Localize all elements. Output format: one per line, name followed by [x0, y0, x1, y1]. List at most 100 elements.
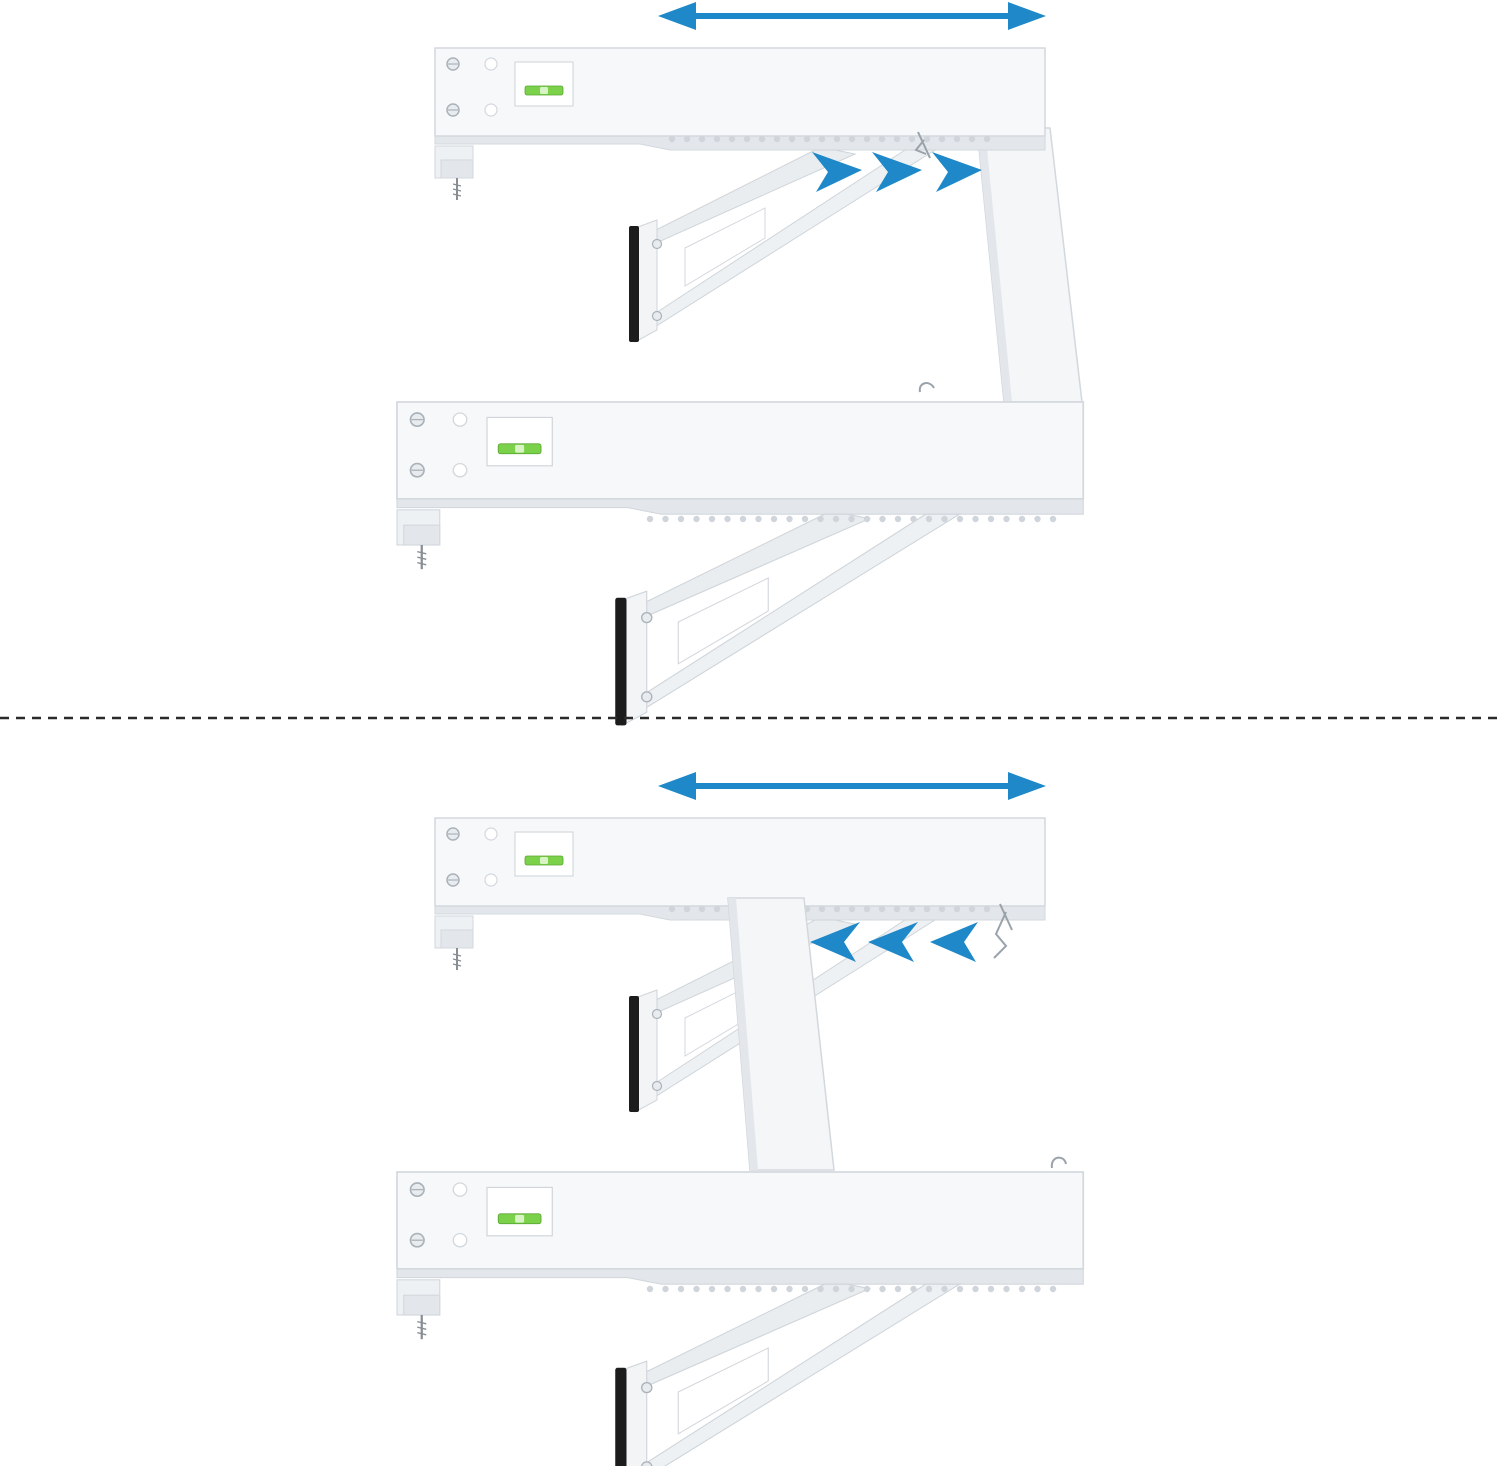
adjustment-hole	[968, 135, 976, 143]
adjustment-hole	[972, 1285, 979, 1293]
cross-member	[727, 897, 835, 1171]
adjustment-hole	[668, 905, 676, 913]
adjustment-hole	[786, 515, 793, 523]
adjustment-hole	[987, 1285, 995, 1293]
adjustment-hole	[1034, 515, 1041, 523]
adjustment-hole	[683, 135, 691, 143]
adjustment-hole	[833, 135, 841, 143]
adjustment-hole	[755, 515, 762, 523]
adjustment-hole	[848, 135, 856, 143]
chevron-right-icon	[812, 152, 982, 192]
adjustment-hole	[724, 1285, 731, 1293]
adjustment-hole	[910, 515, 917, 523]
adjustment-hole	[788, 135, 796, 143]
adjustment-hole	[803, 135, 811, 143]
adjustment-hole	[923, 905, 931, 913]
adjustment-hole	[713, 905, 721, 913]
adjustment-hole	[693, 515, 700, 523]
adjustment-hole	[863, 905, 871, 913]
adjustment-hole	[646, 515, 654, 523]
adjustment-hole	[801, 1285, 809, 1293]
adjustment-hole	[832, 1285, 840, 1293]
adjustment-hole	[953, 905, 961, 913]
adjustment-hole	[879, 1285, 886, 1293]
adjustment-hole	[677, 1285, 685, 1293]
adjustment-hole	[739, 1285, 747, 1293]
adjustment-hole	[801, 515, 809, 523]
adjustment-hole	[1003, 1285, 1010, 1293]
adjustment-hole	[668, 135, 676, 143]
adjustment-hole	[728, 135, 736, 143]
adjustment-hole	[758, 135, 766, 143]
adjustment-hole	[956, 1285, 964, 1293]
adjustment-hole	[698, 135, 706, 143]
adjustment-hole	[878, 135, 886, 143]
adjustment-hole	[925, 1285, 933, 1293]
adjustment-hole	[972, 515, 979, 523]
hole-row-lower	[646, 1285, 1057, 1293]
adjustment-hole	[662, 515, 669, 523]
adjustment-hole	[677, 515, 685, 523]
adjustment-hole	[910, 1285, 917, 1293]
adjustment-hole	[848, 905, 856, 913]
adjustment-hole	[908, 135, 916, 143]
adjustment-hole	[848, 515, 855, 523]
adjustment-hole	[968, 905, 976, 913]
adjustment-hole	[818, 135, 826, 143]
upper-bracket	[434, 47, 1046, 343]
adjustment-hole	[923, 135, 931, 143]
adjustment-hole	[708, 1285, 716, 1293]
adjustment-hole	[938, 905, 946, 913]
panel-collapsed	[395, 772, 1085, 1466]
lower-bracket	[395, 1170, 1085, 1466]
adjustment-hole	[770, 1285, 778, 1293]
lower-bracket	[395, 400, 1085, 727]
adjustment-hole	[755, 1285, 762, 1293]
adjustment-hole	[1018, 1285, 1026, 1293]
adjustment-hole	[817, 1285, 824, 1293]
hole-row-lower	[646, 515, 1057, 523]
adjustment-hole	[879, 515, 886, 523]
adjustment-hole	[786, 1285, 793, 1293]
adjustment-hole	[817, 515, 824, 523]
adjustment-hole	[683, 905, 691, 913]
adjustment-hole	[818, 905, 826, 913]
adjustment-hole	[983, 135, 991, 143]
adjustment-hole	[833, 905, 841, 913]
adjustment-hole	[1034, 1285, 1041, 1293]
adjustment-hole	[941, 515, 948, 523]
panel-expanded	[395, 2, 1085, 727]
adjustment-hole	[1003, 515, 1010, 523]
adjustment-hole	[848, 1285, 855, 1293]
adjustment-hole	[832, 515, 840, 523]
hole-row-upper	[668, 135, 991, 143]
adjustment-hole	[693, 1285, 700, 1293]
adjustment-hole	[713, 135, 721, 143]
adjustment-hole	[894, 1285, 902, 1293]
adjustment-hole	[863, 1285, 871, 1293]
cross-member	[918, 127, 1083, 403]
adjustment-hole	[953, 135, 961, 143]
adjustment-hole	[956, 515, 964, 523]
adjustment-hole	[708, 515, 716, 523]
adjustment-hole	[894, 515, 902, 523]
adjustment-hole	[925, 515, 933, 523]
adjustment-hole	[743, 135, 751, 143]
adjustment-hole	[878, 905, 886, 913]
adjustment-hole	[941, 1285, 948, 1293]
lock-pin-icon	[914, 131, 931, 159]
adjustment-hole	[1049, 1285, 1057, 1293]
adjustment-hole	[739, 515, 747, 523]
adjustment-hole	[863, 515, 871, 523]
adjustment-hole	[646, 1285, 654, 1293]
double-arrow-icon	[658, 2, 1046, 30]
adjustment-hole	[893, 135, 901, 143]
adjustment-hole	[938, 135, 946, 143]
adjustment-hole	[770, 515, 778, 523]
adjustment-hole	[908, 905, 916, 913]
chevron-left-icon	[810, 922, 978, 962]
adjustment-hole	[698, 905, 706, 913]
adjustment-hole	[724, 515, 731, 523]
adjustment-hole	[983, 905, 991, 913]
